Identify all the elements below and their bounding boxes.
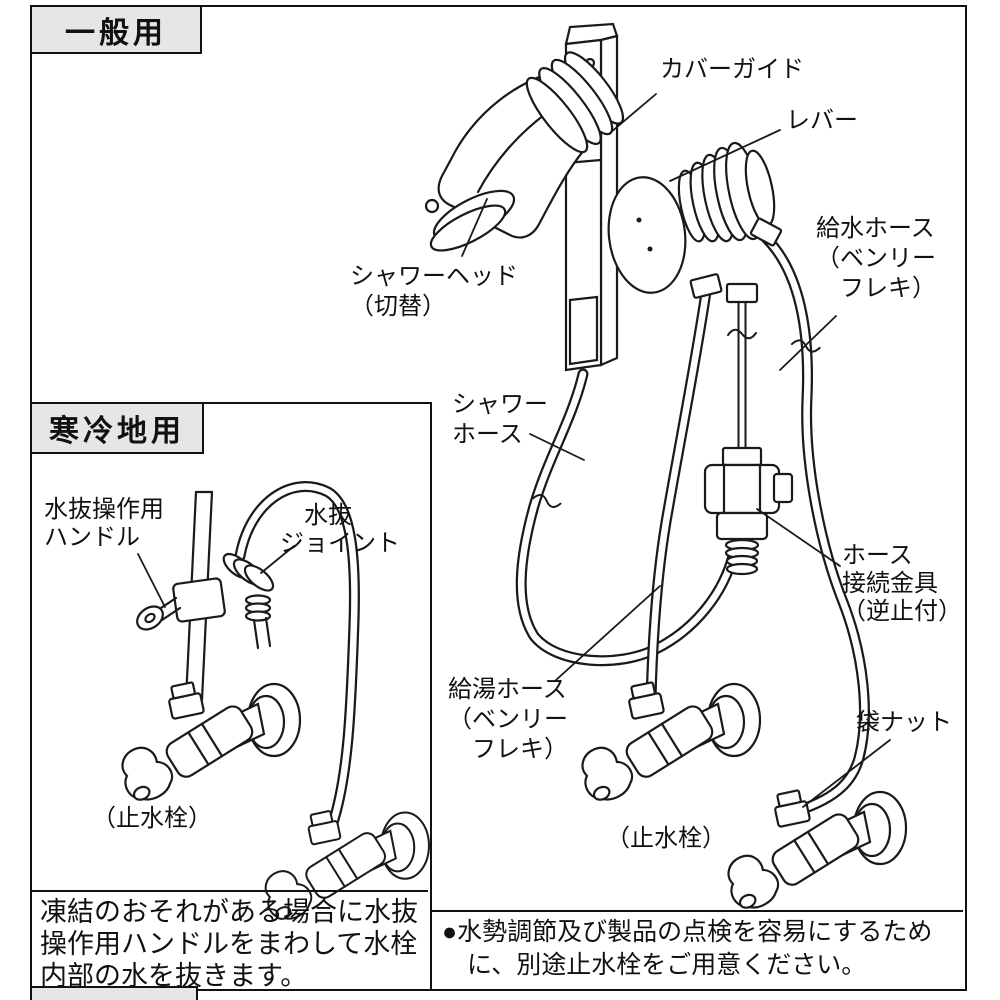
label-cap-nut: 袋ナット xyxy=(856,709,952,736)
label-supply-hose: 給水ホース （ベンリー フレキ） xyxy=(816,215,936,302)
cold-region-title: 寒冷地用 xyxy=(49,415,185,448)
label-stop-valve-general: （止水栓） xyxy=(606,825,726,852)
label-drain-handle: 水抜操作用 ハンドル xyxy=(44,496,164,551)
label-hose-fitting: ホース 接続金具 （逆止付） xyxy=(842,542,962,625)
label-stop-valve-cold: （止水栓） xyxy=(92,805,212,832)
next-section-stub-box xyxy=(30,986,198,1000)
label-shower-head: シャワーヘッド （切替） xyxy=(350,263,518,320)
label-shower-hose: シャワー ホース xyxy=(452,391,548,448)
cold-region-note: 凍結のおそれがある場合に水抜 操作用ハンドルをまわして水栓 内部の水を抜きます。 xyxy=(40,897,418,991)
general-note: ●水勢調節及び製品の点検を容易にするため に、別途止水栓をご用意ください。 xyxy=(442,918,933,979)
general-note-divider xyxy=(430,910,963,912)
general-title: 一般用 xyxy=(65,16,167,50)
label-cover-guide: カバーガイド xyxy=(660,56,804,83)
cold-region-frame xyxy=(30,402,432,991)
label-drain-joint: 水抜 ジョイント xyxy=(280,502,400,557)
cold-region-title-box: 寒冷地用 xyxy=(30,402,204,454)
cold-note-divider xyxy=(32,890,428,892)
label-lever: レバー xyxy=(786,107,858,134)
label-hot-water-hose: 給湯ホース （ベンリー フレキ） xyxy=(448,676,568,763)
general-title-box: 一般用 xyxy=(30,5,202,54)
